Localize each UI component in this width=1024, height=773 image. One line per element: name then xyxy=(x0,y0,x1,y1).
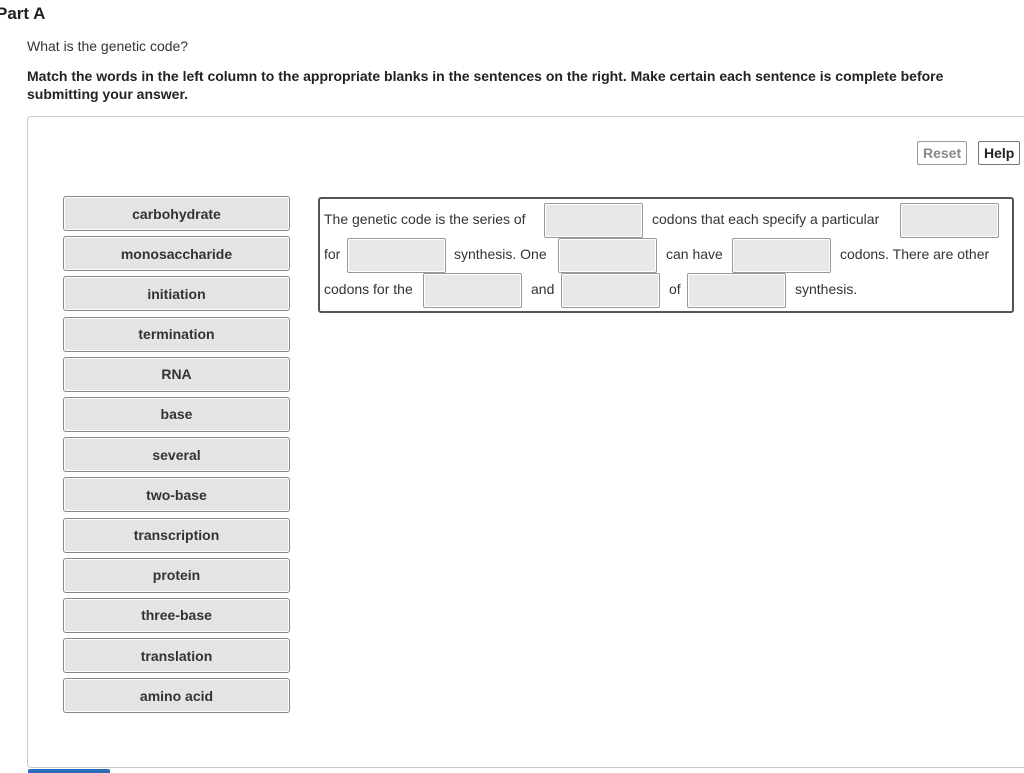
sentence-text-10: synthesis. xyxy=(795,281,858,297)
word-tile-base[interactable]: base xyxy=(63,396,290,432)
drop-blank-4[interactable] xyxy=(558,238,657,273)
word-tile-amino-acid[interactable]: amino acid xyxy=(63,678,290,714)
sentence-text-8: and xyxy=(531,281,555,297)
sentence-text-2: codons that each specify a particular xyxy=(652,211,880,227)
instructions-text: Match the words in the left column to th… xyxy=(27,68,944,102)
sentence-box: The genetic code is the series of codons… xyxy=(318,197,1014,313)
word-tile-several[interactable]: several xyxy=(63,437,290,473)
submit-button-edge[interactable] xyxy=(28,769,110,773)
sentence-text-3: for xyxy=(324,246,341,262)
word-tile-termination[interactable]: termination xyxy=(63,316,290,352)
part-title: Part A xyxy=(0,4,46,23)
drop-blank-5[interactable] xyxy=(732,238,831,273)
drop-blank-8[interactable] xyxy=(687,273,786,308)
word-tile-transcription[interactable]: transcription xyxy=(63,517,290,553)
reset-button[interactable]: Reset xyxy=(917,141,968,165)
word-tile-monosaccharide[interactable]: monosaccharide xyxy=(63,236,290,272)
drop-blank-6[interactable] xyxy=(423,273,522,308)
word-tile-carbohydrate[interactable]: carbohydrate xyxy=(63,196,290,231)
sentence-text-6: codons. There are other xyxy=(840,246,990,262)
word-tile-protein[interactable]: protein xyxy=(63,557,290,593)
question-text: What is the genetic code? xyxy=(27,38,189,54)
sentence-text-4: synthesis. One xyxy=(454,246,547,262)
sentence-text-5: can have xyxy=(666,246,723,262)
sentence-text-9: of xyxy=(669,281,681,297)
sentence-text-7: codons for the xyxy=(324,281,413,297)
sentence-text-1: The genetic code is the series of xyxy=(324,211,526,227)
drop-blank-1[interactable] xyxy=(544,203,643,238)
word-tile-translation[interactable]: translation xyxy=(63,638,290,674)
word-tile-three-base[interactable]: three-base xyxy=(63,597,290,633)
drop-blank-2[interactable] xyxy=(900,203,999,238)
word-tile-initiation[interactable]: initiation xyxy=(63,276,290,312)
word-tile-rna[interactable]: RNA xyxy=(63,356,290,392)
word-bank: carbohydrate monosaccharide initiation t… xyxy=(63,196,290,718)
help-button[interactable]: Help xyxy=(978,141,1021,165)
drop-blank-3[interactable] xyxy=(347,238,446,273)
word-tile-two-base[interactable]: two-base xyxy=(63,477,290,513)
drop-blank-7[interactable] xyxy=(561,273,660,308)
